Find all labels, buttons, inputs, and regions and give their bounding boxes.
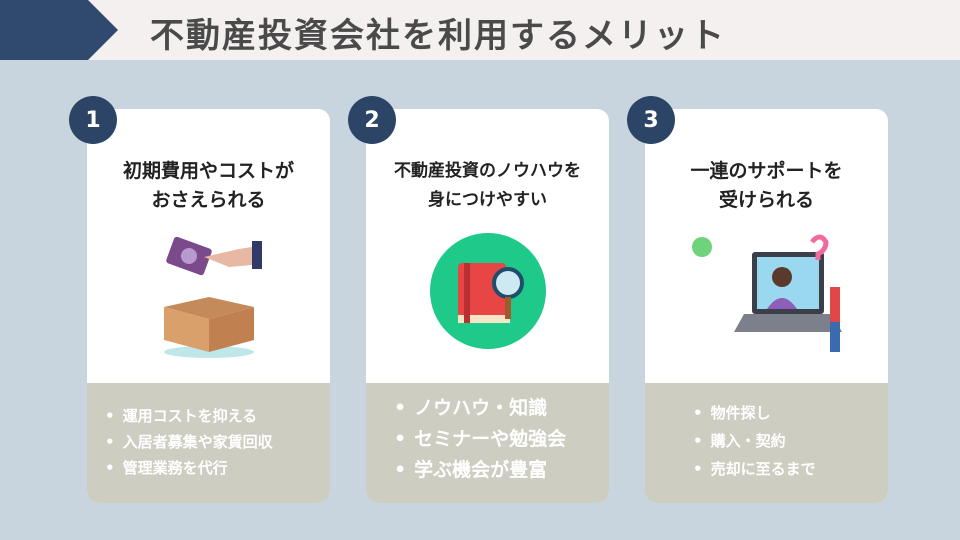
header-band: 不動産投資会社を利用するメリット <box>0 0 960 60</box>
list-item: 売却に至るまで <box>693 455 888 483</box>
list-item: 運用コストを抑える <box>105 403 330 429</box>
header-arrow <box>0 0 118 60</box>
card-benefits: 物件探し 購入・契約 売却に至るまで <box>645 383 888 503</box>
list-item: 管理業務を代行 <box>105 455 330 481</box>
book-magnifier-icon <box>429 233 546 349</box>
card-title-line2: 身につけやすい <box>428 190 547 210</box>
card-title-line2: 受けられる <box>718 189 814 211</box>
card-title-line1: 初期費用やコストが <box>122 160 294 182</box>
step-number-badge: 2 <box>348 96 396 144</box>
list-item: セミナーや勉強会 <box>394 424 609 455</box>
card-benefits: ノウハウ・知識 セミナーや勉強会 学ぶ機会が豊富 <box>366 383 609 503</box>
page-title: 不動産投資会社を利用するメリット <box>150 16 726 56</box>
money-box-illustration <box>163 236 262 358</box>
card-title-line1: 一連のサポートを <box>690 160 843 182</box>
card-title-line1: 不動産投資のノウハウを <box>394 161 581 181</box>
list-item: 物件探し <box>693 399 888 427</box>
step-number-badge: 3 <box>627 96 675 144</box>
card-benefits: 運用コストを抑える 入居者募集や家賃回収 管理業務を代行 <box>87 383 330 503</box>
list-item: 購入・契約 <box>693 427 888 455</box>
list-item: 学ぶ機会が豊富 <box>394 455 609 486</box>
step-number-badge: 1 <box>69 96 117 144</box>
list-item: 入居者募集や家賃回収 <box>105 429 330 455</box>
support-laptop-illustration <box>691 234 842 352</box>
list-item: ノウハウ・知識 <box>394 393 609 424</box>
card-title-line2: おさえられる <box>151 189 266 211</box>
